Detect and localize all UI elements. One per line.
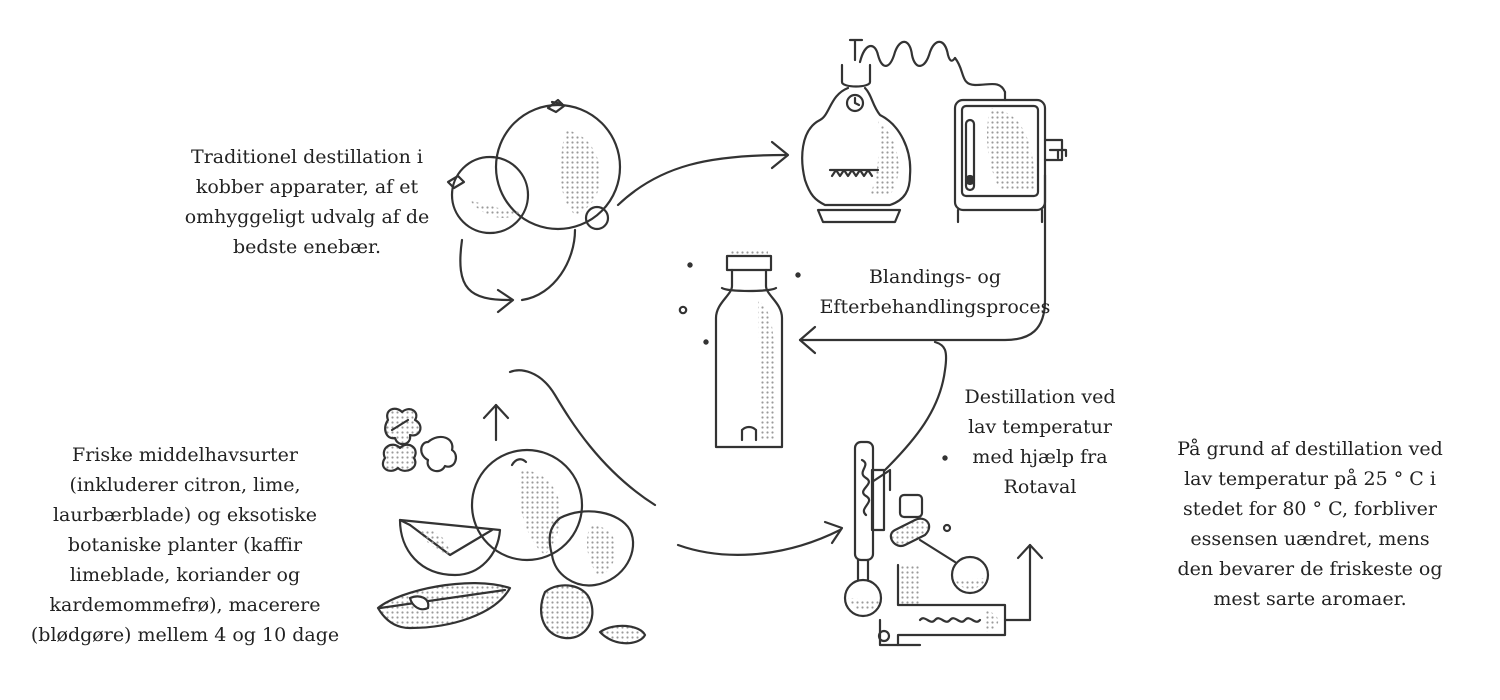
rotary-evaporator-icon xyxy=(843,440,1007,647)
juniper-berries-icon xyxy=(446,98,622,235)
arrow-rotavap-to-bottle xyxy=(883,340,948,472)
caption-botanicals: Friske middelhavsurter (inkluderer citro… xyxy=(20,440,350,650)
caption-traditional-distillation: Traditionel destillation i kobber appara… xyxy=(162,142,452,262)
caption-line: med hjælp fra xyxy=(972,446,1108,468)
caption-line: kardemommefrø), macerere xyxy=(49,594,321,616)
caption-line: Traditionel destillation i xyxy=(191,146,423,168)
caption-line: laurbærblade) og eksotiske xyxy=(52,504,318,526)
caption-temperature-explanation: På grund af destillation ved lav tempera… xyxy=(1150,434,1470,614)
caption-line: (inkluderer citron, lime, xyxy=(69,474,301,496)
loop-arrow-left xyxy=(459,238,512,302)
caption-line: Friske middelhavsurter xyxy=(72,444,298,466)
caption-line: den bevarer de friskeste og xyxy=(1177,558,1443,580)
caption-blending-process: Blandings- og Efterbehandlingsproces xyxy=(790,262,1080,322)
caption-line: mest sarte aromaer. xyxy=(1213,588,1407,610)
caption-line: Blandings- og xyxy=(868,266,1002,288)
caption-line: botaniske planter (kaffir xyxy=(67,534,303,556)
caption-line: essensen uændret, mens xyxy=(1190,528,1430,550)
caption-line: stedet for 80 ° C, forbliver xyxy=(1183,498,1437,520)
gin-bottle-icon xyxy=(714,250,784,449)
caption-low-temperature-distillation: Destillation ved lav temperatur med hjæl… xyxy=(945,382,1135,502)
arrow-to-top-fruits xyxy=(508,369,657,507)
caption-line: omhyggeligt udvalg af de xyxy=(184,206,430,228)
caption-line: limeblade, koriander og xyxy=(69,564,301,586)
arrow-to-rotavap xyxy=(676,528,842,556)
condenser-tank-icon xyxy=(953,90,1068,224)
caption-line: På grund af destillation ved xyxy=(1177,438,1443,460)
caption-line: bedste enebær. xyxy=(232,236,382,258)
caption-line: (blødgøre) mellem 4 og 10 dage xyxy=(30,624,340,646)
copper-pot-still-icon xyxy=(801,38,1007,224)
caption-line: kobber apparater, af et xyxy=(195,176,419,198)
arrow-to-still xyxy=(616,153,787,207)
caption-line: lav temperatur på 25 ° C i xyxy=(1184,468,1436,490)
arrow-to-bottle xyxy=(798,173,1047,342)
caption-line: Rotaval xyxy=(1003,476,1077,498)
caption-line: Efterbehandlingsproces xyxy=(819,296,1051,318)
caption-line: lav temperatur xyxy=(968,416,1112,438)
citrus-and-leaves-icon xyxy=(376,407,647,645)
caption-line: Destillation ved xyxy=(964,386,1116,408)
loop-arrow-right-curve xyxy=(520,228,577,302)
